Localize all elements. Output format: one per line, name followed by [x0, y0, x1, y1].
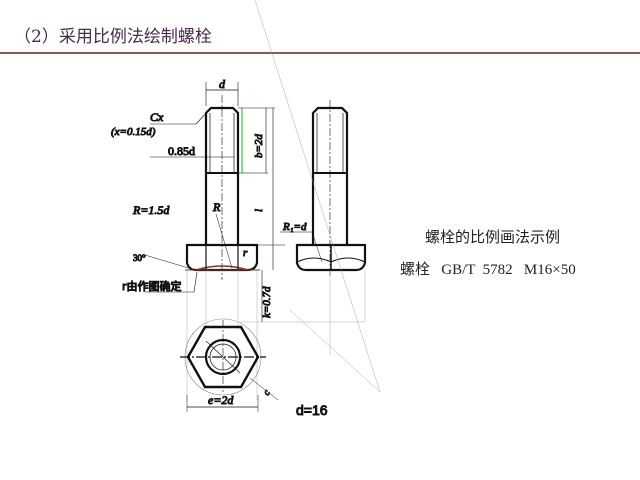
label-r1: R₁=d	[282, 221, 307, 233]
label-d-value: d=16	[296, 402, 328, 418]
label-minor-dia: 0.85d	[168, 144, 195, 158]
label-cx: Cx	[150, 110, 164, 124]
label-r-big: R=1.5d	[132, 203, 170, 217]
label-k: k=0.7d	[261, 286, 273, 318]
label-e: e=2d	[208, 393, 234, 407]
caption-spec: 螺栓 GB/T 5782 M16×50	[400, 262, 576, 278]
label-small-r: r	[243, 247, 248, 259]
title-divider	[0, 52, 640, 54]
bolt-front-view	[144, 82, 285, 400]
label-l: l	[253, 209, 265, 212]
label-angle: 30°	[133, 253, 146, 263]
label-b: b=2d	[253, 134, 265, 158]
slide-title: （2）采用比例法绘制螺栓	[14, 27, 212, 47]
caption-title: 螺栓的比例画法示例	[425, 230, 561, 246]
bolt-top-view	[180, 318, 279, 412]
label-c: c	[261, 388, 273, 398]
label-d: d	[219, 77, 226, 91]
label-r-note: r由作图确定	[122, 279, 182, 293]
bolt-side-view	[240, 0, 381, 393]
label-r: R	[212, 200, 221, 214]
label-x-ratio: (x=0.15d)	[111, 126, 156, 138]
